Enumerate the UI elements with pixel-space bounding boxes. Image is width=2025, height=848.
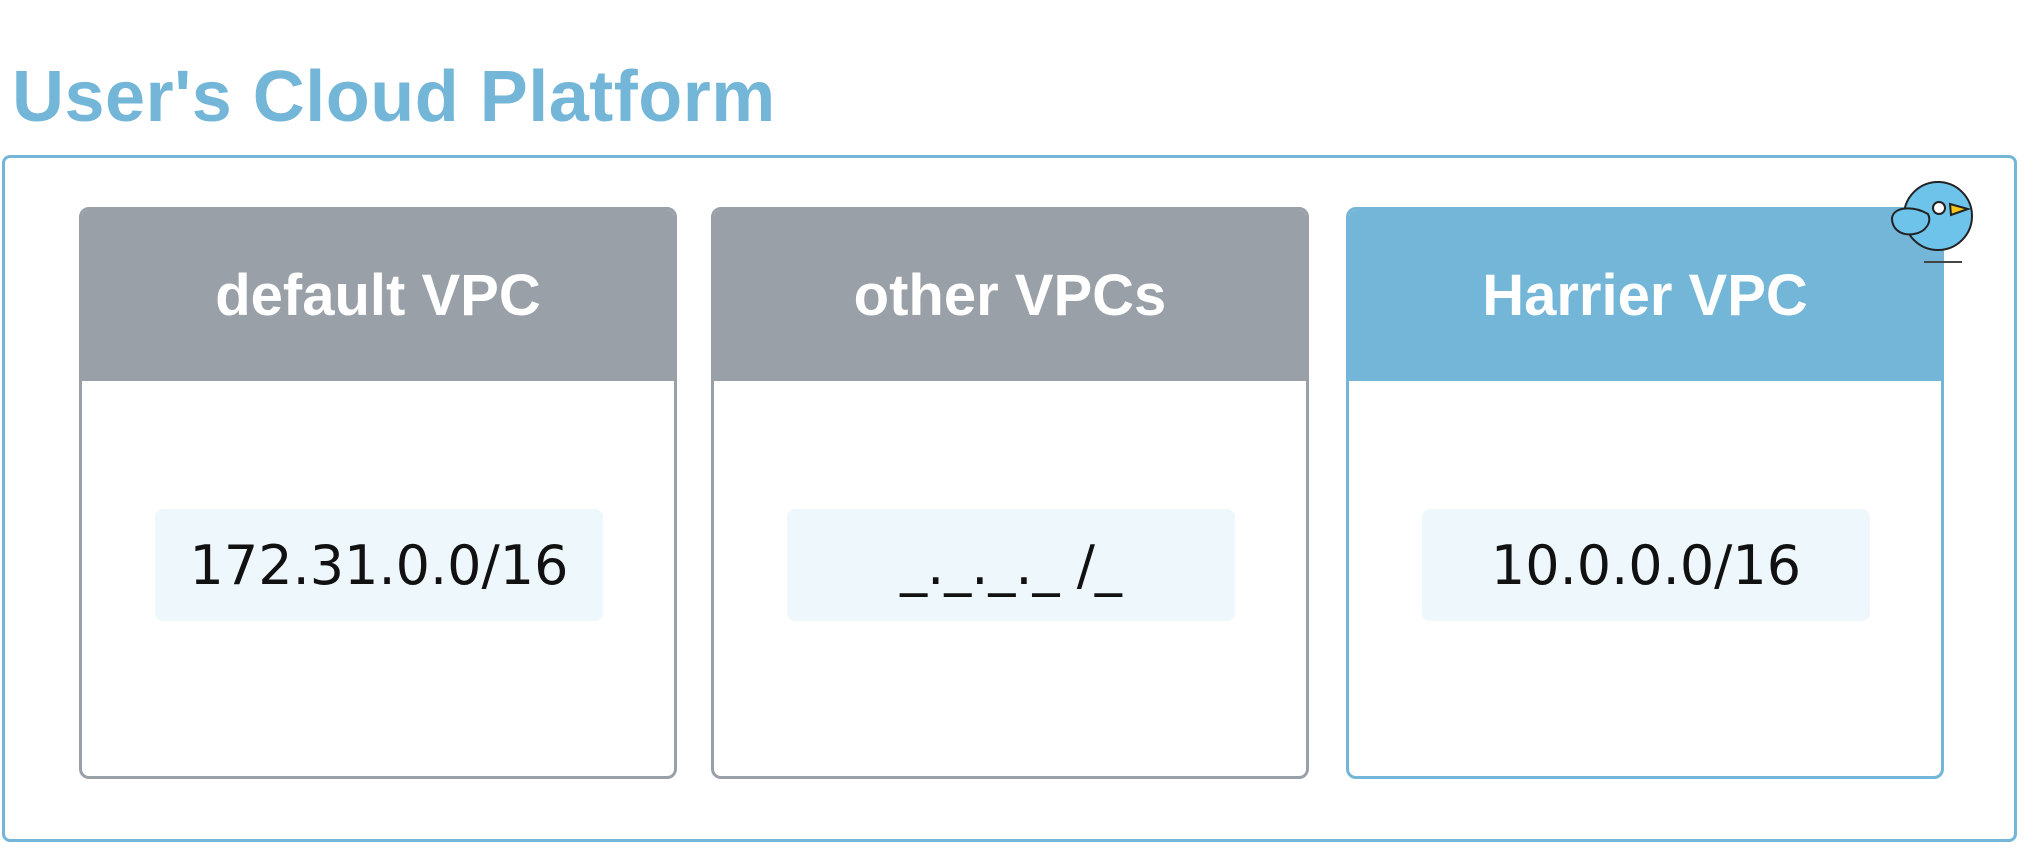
vpc-header: other VPCs xyxy=(714,210,1306,381)
vpc-header: Harrier VPC xyxy=(1349,210,1941,381)
vpc-name: other VPCs xyxy=(853,263,1167,328)
cidr-value: 10.0.0.0/16 xyxy=(1490,533,1802,597)
cidr-box: 10.0.0.0/16 xyxy=(1422,509,1870,621)
harrier-bird-icon xyxy=(1890,181,1973,263)
page-title: User's Cloud Platform xyxy=(12,57,776,137)
cloud-platform-frame xyxy=(2,155,2017,842)
vpc-name: default VPC xyxy=(215,263,541,328)
vpc-card-other: other VPCs _._._._ /_ xyxy=(711,207,1309,779)
cidr-value: _._._._ /_ xyxy=(900,533,1122,597)
cidr-value: 172.31.0.0/16 xyxy=(189,533,569,597)
cidr-box: 172.31.0.0/16 xyxy=(155,509,603,621)
vpc-header: default VPC xyxy=(82,210,674,381)
vpc-card-default: default VPC 172.31.0.0/16 xyxy=(79,207,677,779)
cidr-box: _._._._ /_ xyxy=(787,509,1235,621)
vpc-name: Harrier VPC xyxy=(1482,263,1808,328)
vpc-card-harrier: Harrier VPC 10.0.0.0/16 xyxy=(1346,207,1944,779)
